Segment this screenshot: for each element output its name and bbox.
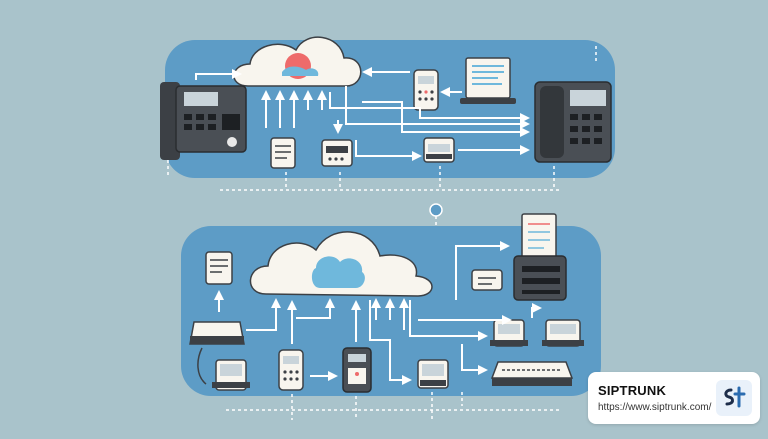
brand-url: https://www.siptrunk.com/ bbox=[598, 402, 712, 413]
desk-phone-icon bbox=[534, 81, 612, 163]
cloud-icon bbox=[249, 231, 433, 297]
mobile-phone-icon bbox=[342, 347, 372, 393]
fax-machine-icon bbox=[423, 137, 455, 163]
laptop-icon bbox=[460, 57, 516, 104]
mobile-phone-icon bbox=[471, 269, 503, 291]
document-icon bbox=[270, 137, 296, 169]
document-icon bbox=[205, 251, 233, 285]
siptrunk-logo-icon bbox=[716, 380, 752, 416]
desk-phone-icon bbox=[160, 82, 247, 160]
mobile-phone-icon bbox=[413, 69, 439, 111]
desk-phone-icon bbox=[490, 319, 528, 347]
desk-phone-icon bbox=[212, 359, 250, 391]
bottom-dotted-links bbox=[226, 392, 560, 420]
fax-machine-icon bbox=[513, 213, 567, 301]
bottom-connection-arrows bbox=[214, 241, 542, 385]
router-icon bbox=[189, 321, 245, 385]
brand-name: SIPTRUNK bbox=[598, 383, 667, 398]
brand-card: SIPTRUNK https://www.siptrunk.com/ bbox=[588, 372, 760, 424]
desk-phone-icon bbox=[542, 319, 584, 347]
network-switch-icon bbox=[490, 361, 574, 386]
top-connection-arrows bbox=[195, 67, 530, 161]
fax-machine-icon bbox=[417, 359, 449, 389]
fax-machine-icon bbox=[321, 139, 353, 167]
cloud-icon bbox=[233, 36, 362, 87]
mobile-phone-icon bbox=[278, 349, 304, 391]
top-dotted-links bbox=[167, 46, 597, 191]
